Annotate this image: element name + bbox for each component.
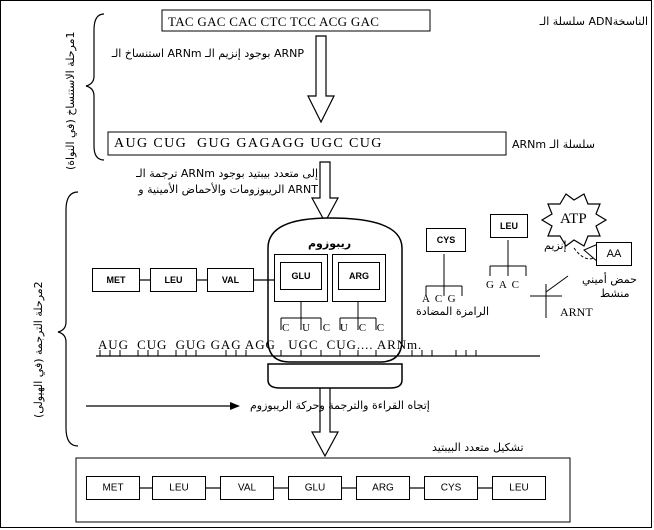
peptide-aa-leu-2: LEU [492, 476, 546, 500]
transcription-caption: استنساخ الـ ARNm بوجود إنزيم الـ ARNP [111, 47, 304, 60]
chain-aa-val: VAL [207, 268, 254, 292]
translation-caption-2: الريبوزومات والأحماض الأمينية و ARNT [138, 183, 318, 196]
activated-trna-label: ARNT [560, 305, 593, 319]
direction-text: إتجاه القراءة والترجمة وحركة الريبوزوم [250, 399, 430, 412]
peptide-aa-val: VAL [220, 476, 274, 500]
free-trna-leu-anticodon: G A C [486, 279, 520, 291]
dna-sequence: TAC GAC CAC CTC TCC ACG GAC [168, 14, 380, 29]
mrna-box [107, 131, 507, 156]
peptide-aa-glu: GLU [288, 476, 342, 500]
site-aa-arg: ARG [338, 262, 380, 290]
anticodon-label: الرامزة المضادة [416, 305, 490, 318]
polypeptide-arrow [310, 385, 340, 458]
stage-label-transcription: 1مرحلة الاستنساخ (في النواة) [64, 31, 77, 170]
site-aa-glu: GLU [280, 262, 322, 290]
polypeptide-title: تشكيل متعدد البيبتيد [432, 441, 524, 454]
activated-aa-label-1: حمض أميني [582, 273, 637, 286]
atp-label: ATP [560, 211, 587, 227]
atp-burst [540, 193, 608, 247]
transcription-arrow [307, 35, 335, 124]
translation-arrow [310, 161, 340, 224]
ribosome-label: ريبوزوم [308, 237, 352, 250]
dna-label: سلسلة الـ ADNالناسخة [539, 15, 648, 28]
activated-aa-label-2: منشط [600, 287, 630, 300]
free-trna-cys: CYS [426, 228, 466, 252]
chain-aa-leu: LEU [150, 268, 197, 292]
mrna-label: ARNm سلسلة الـ [512, 138, 595, 151]
aa-box: AA [596, 242, 632, 266]
peptide-aa-met: MET [86, 476, 140, 500]
mrna-sequence: AUG CUG GUG GAGAGG UGC CUG [114, 136, 383, 151]
peptide-aa-leu-1: LEU [152, 476, 206, 500]
dna-box [161, 9, 431, 32]
brace-translation [57, 191, 79, 447]
free-trna-cys-anticodon: A C G [422, 293, 456, 305]
translation-caption-1: ترجمة الـ ARNm إلى متعدد بيبتيد بوجود [136, 167, 318, 180]
enzyme-label: إنزيم [544, 239, 567, 252]
ribosome-lower [267, 363, 403, 389]
anticodon-glu: C U C [282, 322, 336, 334]
mrna-strand-sequence: AUG CUG GUG GAG AGG UGC CUG.... ARNm. [98, 337, 423, 352]
peptide-aa-arg: ARG [356, 476, 410, 500]
free-trna-leu: LEU [490, 214, 528, 238]
peptide-aa-cys: CYS [424, 476, 478, 500]
brace-transcription [85, 13, 105, 161]
enzyme-arrow [573, 247, 595, 260]
chain-aa-met: MET [92, 268, 140, 292]
anticodon-arg: U C C [340, 322, 389, 334]
codon-ticks [99, 350, 477, 356]
stage-label-translation: 2مرحلة الترجمة (في الهيولى) [32, 281, 45, 418]
